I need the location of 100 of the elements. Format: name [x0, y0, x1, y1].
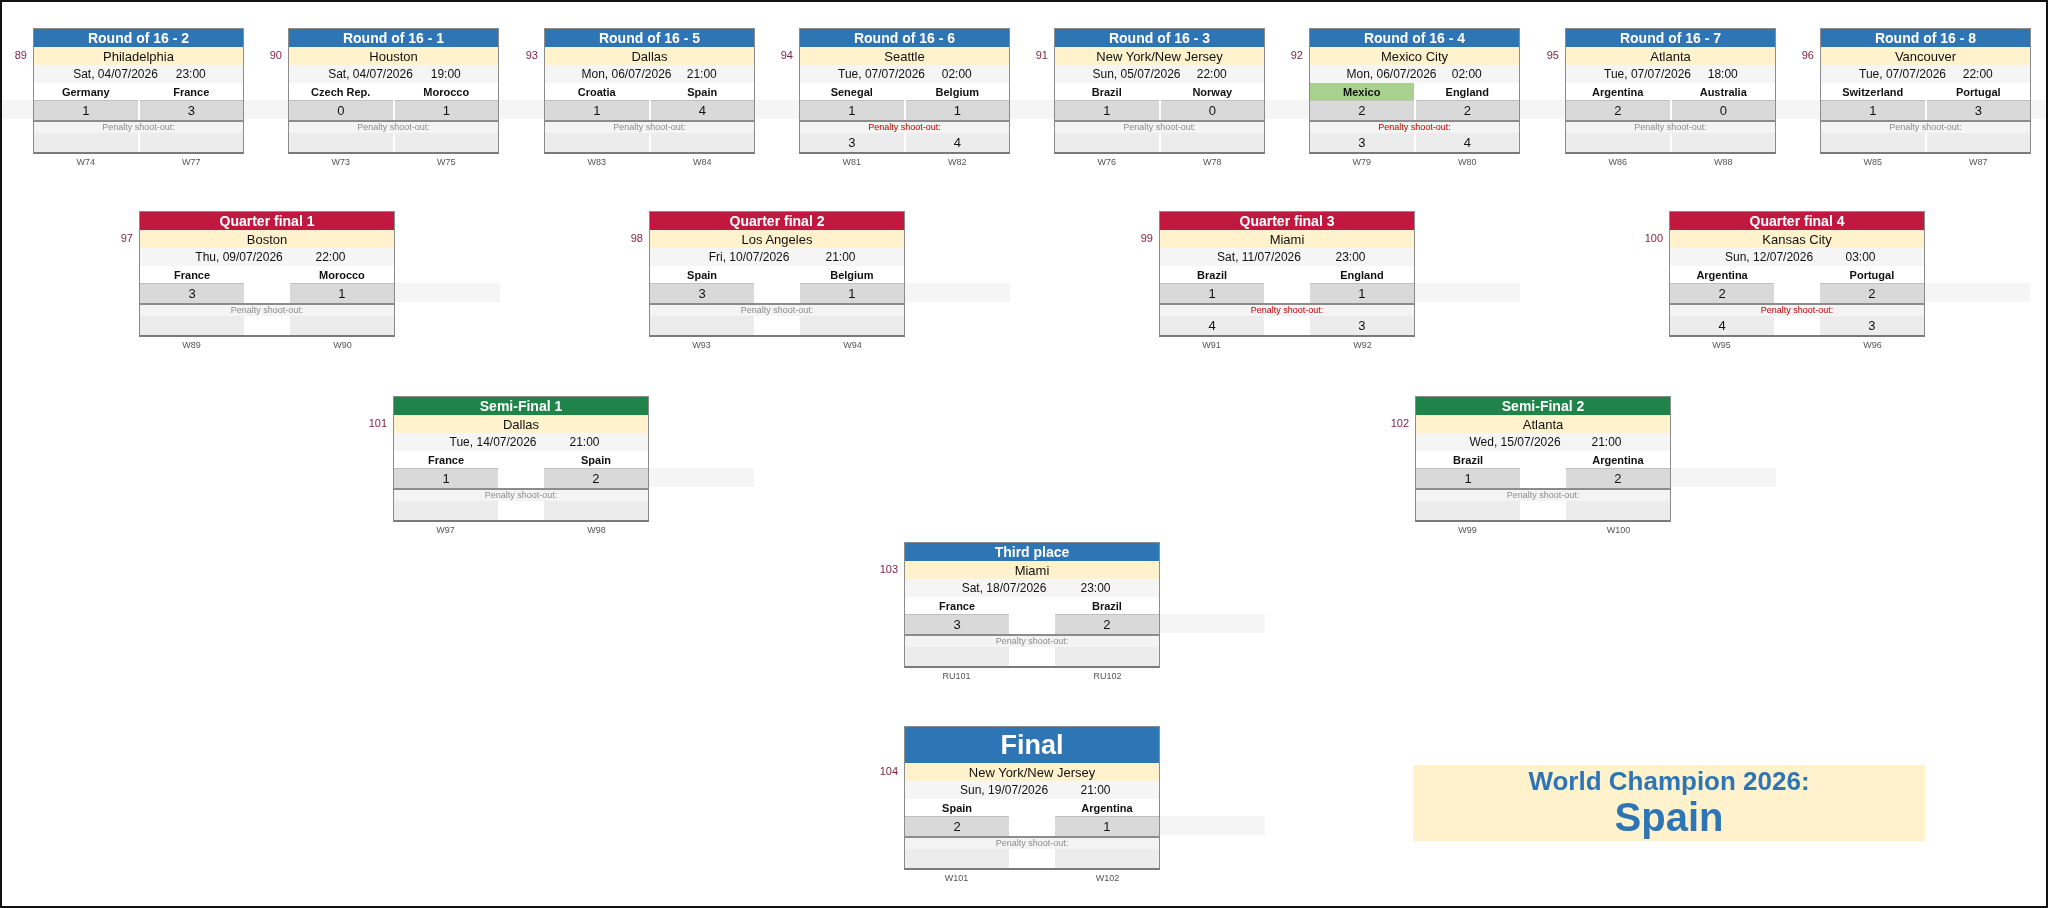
score-field: 1	[905, 100, 1009, 120]
team-name: Brazil	[1090, 84, 1123, 100]
kick-off-time: 23:00	[1080, 581, 1111, 595]
match-number: 93	[525, 49, 538, 61]
match-card	[393, 396, 649, 522]
venue-name: New York/New Jersey	[1055, 47, 1264, 65]
match-card	[1415, 396, 1671, 522]
team-name: Argentina	[1591, 452, 1645, 468]
team-name: Argentina	[1695, 267, 1749, 283]
venue-name: Seattle	[800, 47, 1009, 65]
match-date: Mon, 06/07/2026	[581, 67, 672, 81]
kick-off-time: 22:00	[1962, 67, 1993, 81]
match-title: Final	[905, 727, 1159, 763]
venue-name: Vancouver	[1821, 47, 2030, 65]
score-field: 0	[1671, 100, 1775, 120]
venue-name: New York/New Jersey	[905, 763, 1159, 781]
score-field: 2	[1819, 283, 1924, 303]
winner-source-label: W94	[843, 340, 862, 350]
match-number: 102	[1390, 417, 1409, 429]
score-field: 0	[1160, 100, 1264, 120]
team-name: Spain	[686, 84, 719, 100]
team-name: England	[1444, 84, 1490, 100]
winner-source-label: W92	[1353, 340, 1372, 350]
match-title: Round of 16 - 4	[1310, 29, 1519, 47]
venue-name: Dallas	[545, 47, 754, 65]
winner-source-label: W100	[1606, 525, 1631, 535]
team-name: Switzerland	[1841, 84, 1905, 100]
penalty-score-field: 3	[800, 133, 904, 152]
venue-name: Philadelphia	[34, 47, 243, 65]
score-field: 1	[1055, 100, 1159, 120]
match-number: 99	[1140, 232, 1153, 244]
team-name: Senegal	[829, 84, 874, 100]
match-title: Third place	[905, 543, 1159, 561]
penalty-label: Penalty shoot-out:	[1821, 122, 2030, 133]
match-date: Sat, 11/07/2026	[1217, 250, 1301, 264]
winner-source-label: W74	[76, 157, 95, 167]
penalty-label: Penalty shoot-out:	[1160, 305, 1414, 316]
team-name: Argentina	[1591, 84, 1645, 100]
kick-off-time: 23:00	[175, 67, 206, 81]
kick-off-time: 21:00	[1591, 435, 1622, 449]
match-number: 101	[368, 417, 387, 429]
winner-source-label: W76	[1097, 157, 1116, 167]
penalty-label: Penalty shoot-out:	[140, 305, 394, 316]
team-name: Croatia	[576, 84, 617, 100]
winner-source-label: W97	[436, 525, 455, 535]
match-title: Round of 16 - 8	[1821, 29, 2030, 47]
match-card	[799, 28, 1010, 154]
match-card	[1309, 28, 1520, 154]
match-date: Thu, 09/07/2026	[195, 250, 283, 264]
penalty-score-field: 4	[1670, 316, 1775, 335]
score-field: 3	[1926, 100, 2030, 120]
winner-source-label: W91	[1202, 340, 1221, 350]
match-number: 89	[14, 49, 27, 61]
score-field: 1	[1821, 100, 1925, 120]
team-name: France	[938, 598, 977, 614]
team-name: Spain	[686, 267, 719, 283]
score-field: 2	[1566, 100, 1670, 120]
match-card	[1054, 28, 1265, 154]
winner-source-label: W86	[1608, 157, 1627, 167]
match-number: 90	[269, 49, 282, 61]
champion-name: Spain	[1614, 795, 1724, 840]
kick-off-time: 02:00	[1451, 67, 1482, 81]
kick-off-time: 18:00	[1707, 67, 1738, 81]
winner-source-label: W73	[331, 157, 350, 167]
team-name: Belgium	[934, 84, 980, 100]
match-title: Round of 16 - 1	[289, 29, 498, 47]
score-field: 2	[1670, 283, 1775, 303]
penalty-label: Penalty shoot-out:	[905, 838, 1159, 849]
winner-source-label: W102	[1095, 873, 1120, 883]
match-date: Sun, 12/07/2026	[1725, 250, 1814, 264]
kick-off-time: 21:00	[1080, 783, 1111, 797]
kick-off-time: 22:00	[315, 250, 346, 264]
team-name: Czech Rep.	[310, 84, 372, 100]
venue-name: Houston	[289, 47, 498, 65]
match-date: Tue, 07/07/2026	[1859, 67, 1946, 81]
winner-source-label: W81	[842, 157, 861, 167]
match-date: Sun, 19/07/2026	[960, 783, 1049, 797]
penalty-label: Penalty shoot-out:	[800, 122, 1009, 133]
score-field: 0	[289, 100, 393, 120]
match-title: Round of 16 - 6	[800, 29, 1009, 47]
match-card	[288, 28, 499, 154]
winner-source-label: RU102	[1093, 671, 1122, 681]
score-field: 2	[543, 468, 648, 488]
team-name: Norway	[1191, 84, 1234, 100]
kick-off-time: 21:00	[825, 250, 856, 264]
winner-source-label: W79	[1352, 157, 1371, 167]
score-field: 1	[799, 283, 904, 303]
team-name: Morocco	[318, 267, 366, 283]
team-name: France	[172, 84, 211, 100]
winner-source-label: W80	[1458, 157, 1477, 167]
match-title: Quarter final 3	[1160, 212, 1414, 230]
score-field: 1	[394, 100, 498, 120]
score-field: 3	[140, 283, 245, 303]
score-field: 2	[1054, 614, 1159, 634]
score-field: 1	[1054, 816, 1159, 836]
match-card	[1159, 211, 1415, 337]
score-field: 1	[800, 100, 904, 120]
winner-source-label: W85	[1863, 157, 1882, 167]
score-field: 1	[1309, 283, 1414, 303]
score-field: 1	[1416, 468, 1521, 488]
